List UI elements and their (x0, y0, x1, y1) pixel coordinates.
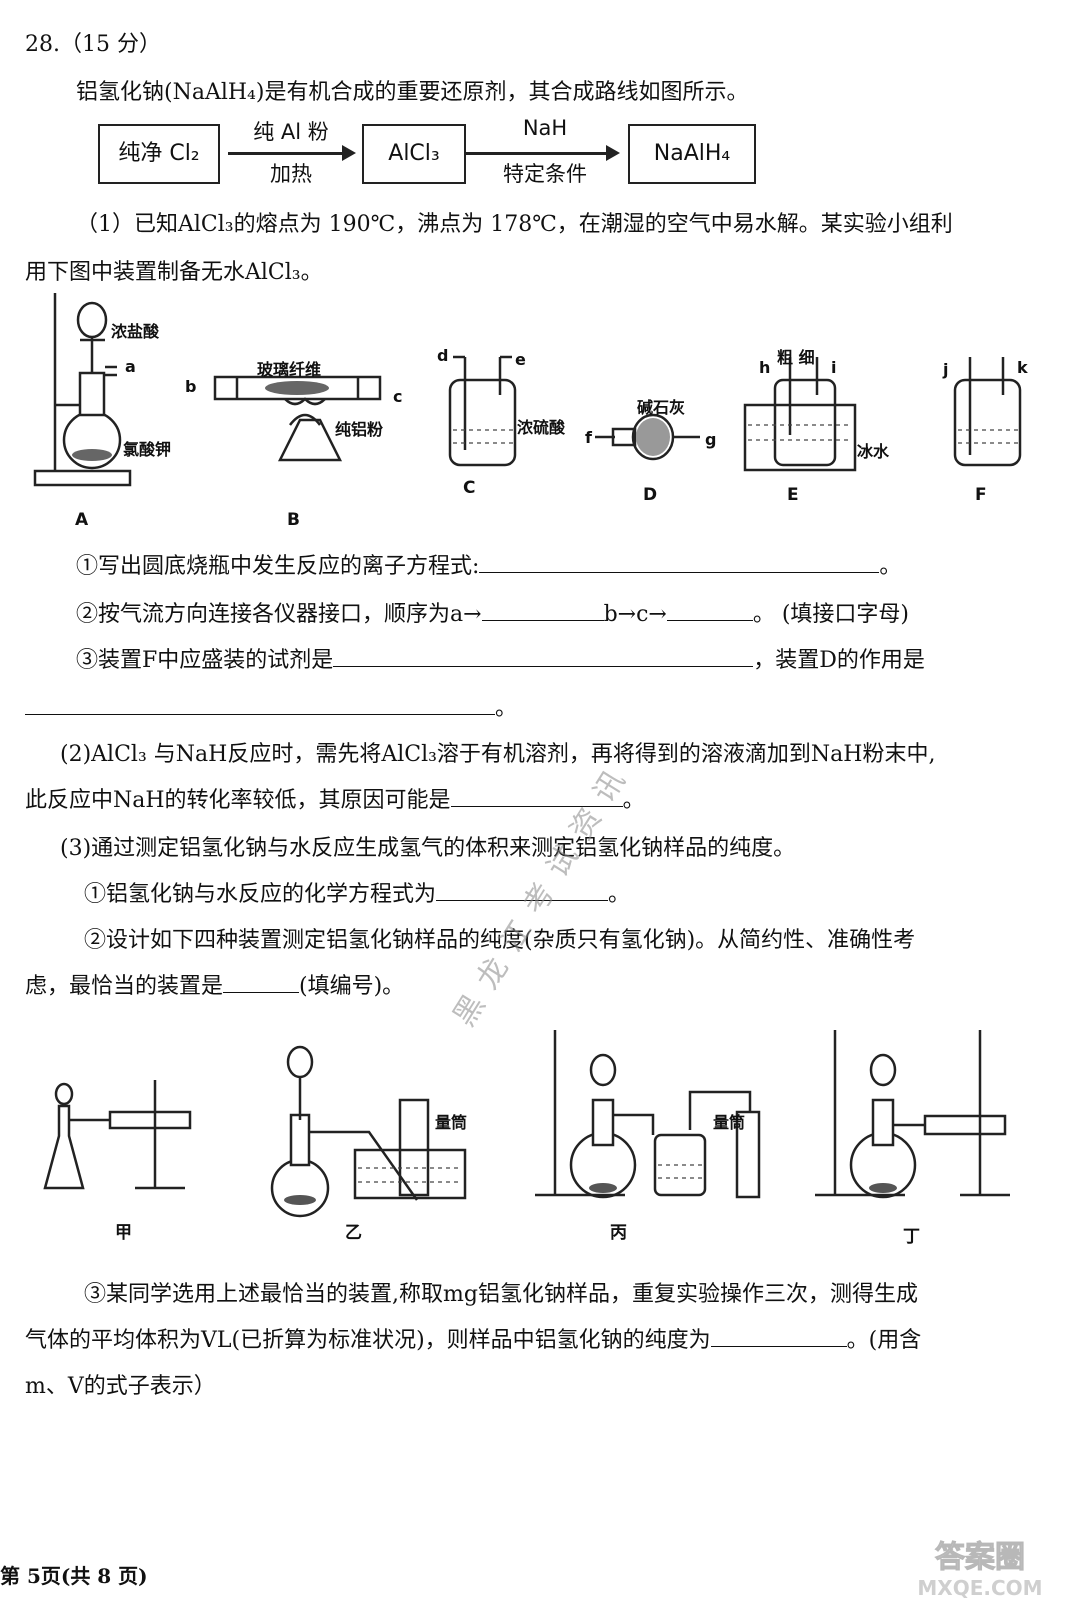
caption-F: F (975, 485, 987, 505)
route-box-naalh4: NaAlH₄ (628, 124, 756, 184)
caption-jia: 甲 (115, 1223, 132, 1243)
part1-q1: ①写出圆底烧瓶中发生反应的离子方程式:。 (76, 548, 901, 580)
route-box-alcl3: AlCl₃ (362, 124, 466, 184)
apparatus-figure-2: 量筒 量筒 甲 乙 丙 丁 (43, 1030, 1010, 1247)
svg-text:答案圈: 答案圈 (935, 1540, 1025, 1575)
caption-bing: 丙 (610, 1223, 627, 1243)
route-box-cl2: 纯净 Cl₂ (98, 124, 220, 184)
page-footer: 第 5页(共 8 页) (0, 1564, 148, 1588)
caption-E: E (787, 485, 799, 505)
route-arrow-2 (466, 145, 620, 161)
answer-blank-q1-2a[interactable] (481, 597, 604, 621)
label-glass-fiber: 玻璃纤维 (257, 360, 321, 379)
part3-q2-line2: 虑，最恰当的装置是(填编号)。 (25, 968, 404, 1000)
caption-B: B (287, 510, 300, 530)
port-j: j (942, 360, 948, 379)
port-c: c (393, 387, 402, 406)
part3-q3-line1: ③某同学选用上述最恰当的装置,称取mg铝氢化钠样品，重复实验操作三次，测得生成 (84, 1282, 918, 1307)
port-a: a (125, 357, 136, 376)
caption-C: C (463, 478, 475, 498)
port-i: i (831, 358, 836, 377)
answer-blank-q1-1[interactable] (479, 549, 880, 573)
answer-blank-q2[interactable] (450, 783, 623, 807)
apparatus-figure-1: 浓盐酸 氯酸钾 a A 玻璃纤维 纯铝粉 b c B d e 浓硫酸 C 碱石灰… (33, 293, 1028, 530)
answer-blank-q1-3b[interactable] (25, 691, 495, 715)
caption-D: D (643, 485, 657, 505)
route-arrow2-bottom: 特定条件 (503, 162, 587, 186)
svg-text:MXQE.COM: MXQE.COM (917, 1576, 1042, 1600)
port-h: h (759, 358, 770, 377)
answer-blank-q3-2[interactable] (223, 969, 300, 993)
label-kclo3: 氯酸钾 (123, 440, 171, 459)
label-soda-lime: 碱石灰 (637, 398, 685, 417)
answer-blank-q1-3a[interactable] (333, 643, 754, 667)
label-conc-hcl: 浓盐酸 (111, 322, 160, 341)
question-number: 28.（15 分） (25, 32, 161, 57)
part1-q2: ②按气流方向连接各仪器接口，顺序为a→b→c→。 (填接口字母) (76, 596, 909, 628)
route-arrow2-top: NaH (522, 116, 568, 140)
port-d: d (437, 346, 448, 365)
port-b: b (185, 377, 196, 396)
question-intro: 铝氢化钠(NaAlH₄)是有机合成的重要还原剂，其合成路线如图所示。 (76, 80, 749, 105)
part1-q3-cont: 。 (25, 690, 517, 722)
part1-q3: ③装置F中应盛装的试剂是，装置D的作用是 (76, 642, 925, 674)
answer-blank-q1-2b[interactable] (666, 597, 753, 621)
label-cylinder-yi: 量筒 (435, 1113, 467, 1132)
answer-blank-q3-1[interactable] (436, 877, 609, 901)
port-k: k (1017, 358, 1028, 377)
port-e: e (515, 350, 526, 369)
port-f: f (585, 428, 593, 447)
route-arrow1-bottom: 加热 (270, 162, 312, 186)
site-logo: 答案圈 MXQE.COM (917, 1540, 1042, 1601)
route-arrow1-top: 纯 Al 粉 (253, 120, 329, 144)
label-thick-thin: 粗 细 (777, 348, 815, 367)
port-g: g (705, 430, 716, 449)
answer-blank-q3-3[interactable] (710, 1323, 847, 1347)
label-al-powder: 纯铝粉 (335, 420, 383, 439)
part3-line1: (3)通过测定铝氢化钠与水反应生成氢气的体积来测定铝氢化钠样品的纯度。 (60, 836, 796, 861)
label-conc-h2so4: 浓硫酸 (517, 418, 566, 437)
part2-line2: 此反应中NaH的转化率较低，其原因可能是。 (25, 782, 645, 814)
part2-line1: (2)AlCl₃ 与NaH反应时，需先将AlCl₃溶于有机溶剂，再将得到的溶液滴… (60, 742, 936, 767)
caption-ding: 丁 (903, 1227, 920, 1247)
part3-q3-line2: 气体的平均体积为VL(已折算为标准状况)，则样品中铝氢化钠的纯度为。(用含 (25, 1322, 921, 1354)
part1-line1: （1）已知AlCl₃的熔点为 190℃，沸点为 178℃，在潮湿的空气中易水解。… (76, 212, 953, 237)
caption-yi: 乙 (345, 1223, 362, 1243)
part1-line2: 用下图中装置制备无水AlCl₃。 (25, 260, 323, 285)
label-cylinder-bing: 量筒 (713, 1113, 745, 1132)
part3-q2-line1: ②设计如下四种装置测定铝氢化钠样品的纯度(杂质只有氢化钠)。从简约性、准确性考 (84, 928, 916, 953)
part3-q1: ①铝氢化钠与水反应的化学方程式为。 (84, 876, 630, 908)
part3-q3-line3: m、V的式子表示） (25, 1374, 216, 1399)
label-ice-water: 冰水 (857, 442, 890, 461)
route-arrow-1 (228, 145, 356, 161)
caption-A: A (75, 510, 89, 530)
